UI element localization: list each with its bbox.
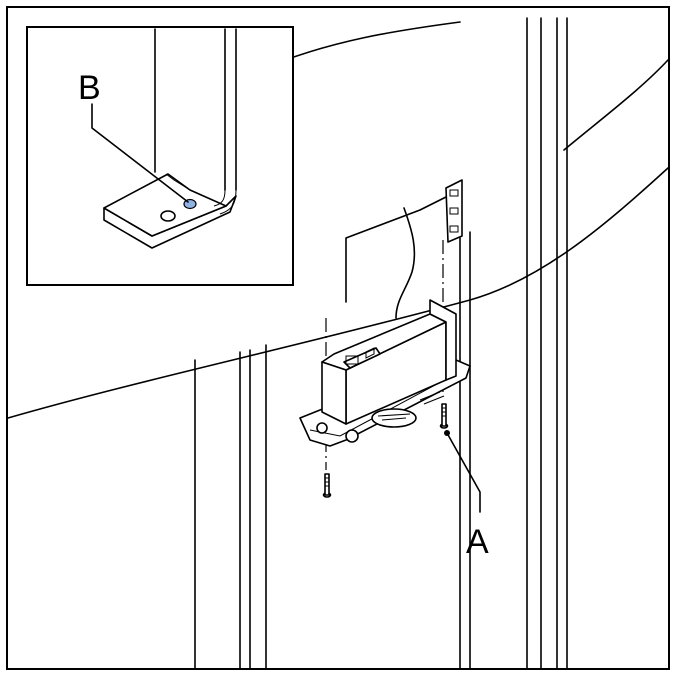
control-box <box>321 299 457 425</box>
side-panel-lines <box>194 17 568 669</box>
plain-hole <box>160 210 176 222</box>
cable <box>395 207 416 319</box>
callout-a-label: A <box>466 523 489 561</box>
screw-left <box>322 473 332 498</box>
callout-b-label: B <box>78 69 101 107</box>
top-bracket <box>445 179 463 243</box>
cabinet-right-curve <box>563 59 669 151</box>
screw-right <box>439 403 449 429</box>
callout-a <box>444 430 481 513</box>
detail-inset <box>26 26 294 286</box>
cabinet-bottom-edge <box>7 167 669 419</box>
